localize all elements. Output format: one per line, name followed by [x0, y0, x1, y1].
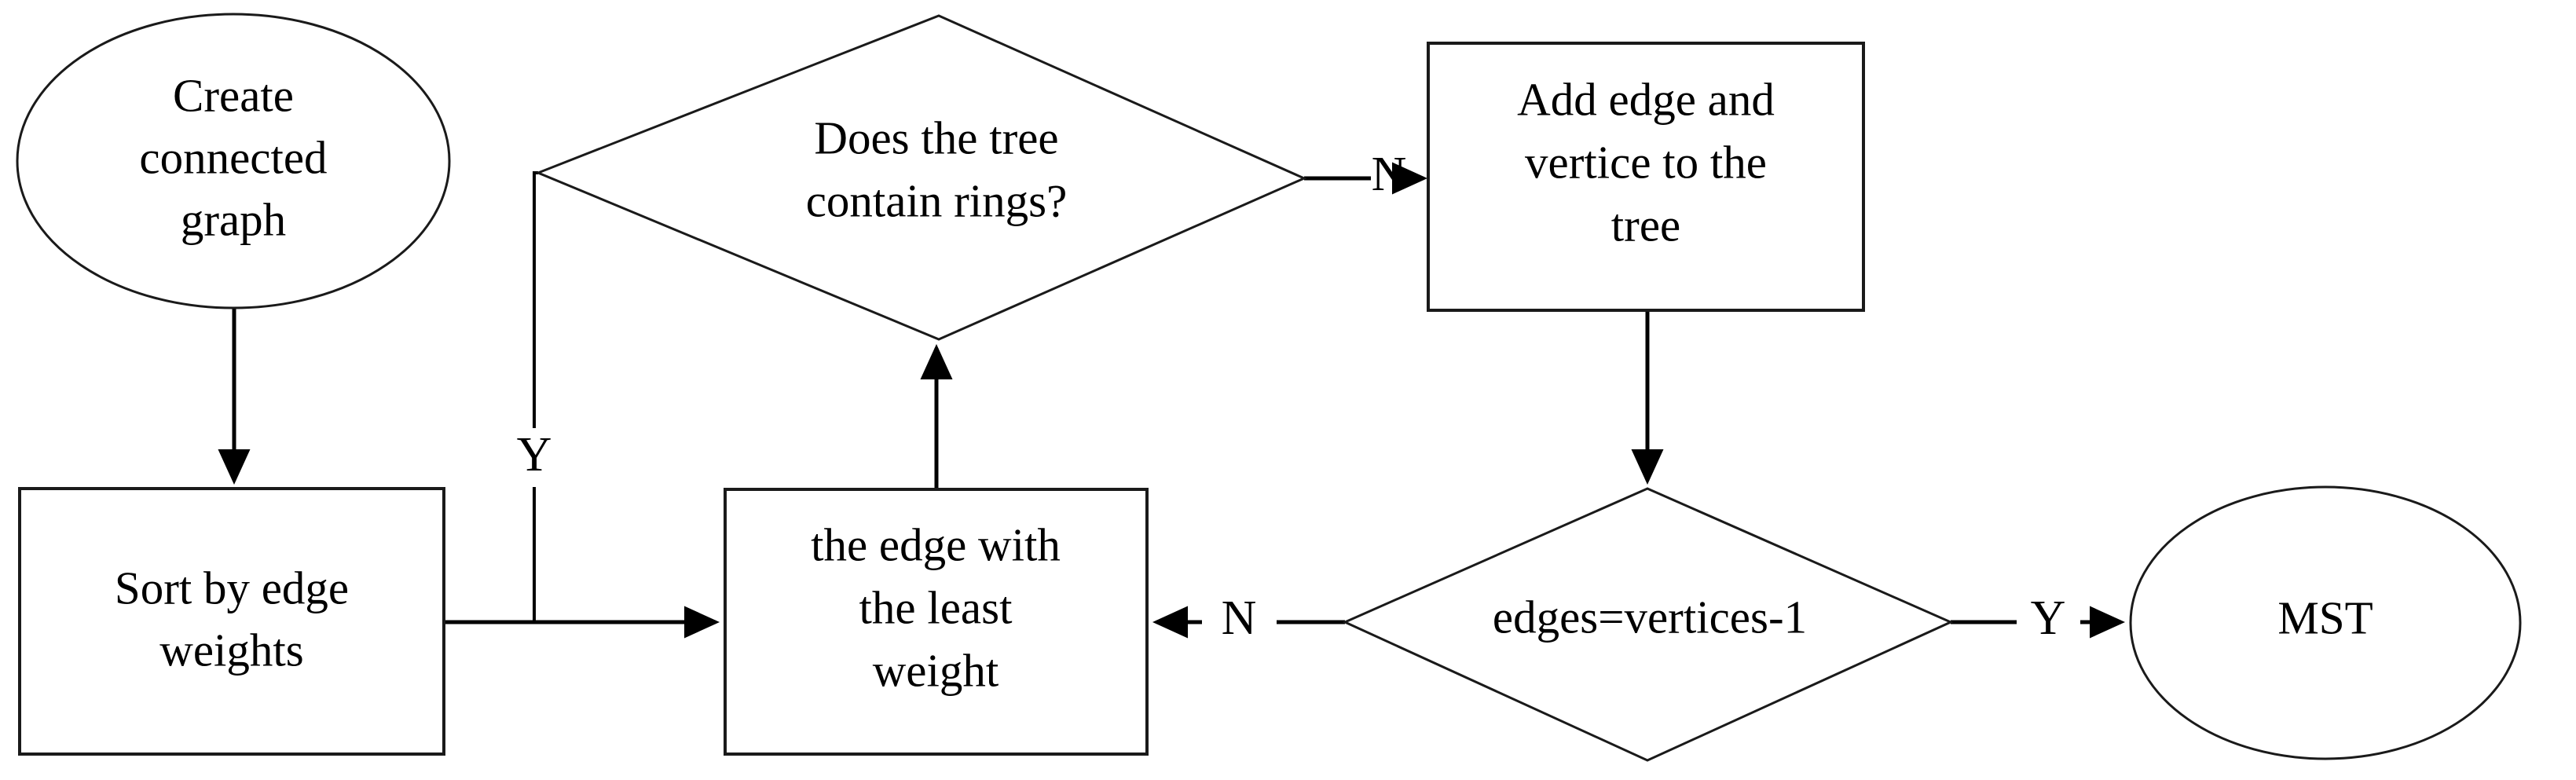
node-add-edge-line-1: Add edge and — [1517, 74, 1775, 126]
edge-label-edges-yes: Y — [2031, 591, 2066, 645]
edge-label-edges-no: N — [1222, 591, 1257, 645]
node-least-weight-line-1: the edge with — [811, 519, 1061, 571]
node-rings-line-1: Does the tree — [814, 112, 1058, 164]
node-rings-line-2: contain rings? — [806, 175, 1068, 227]
node-least-weight-line-2: the least — [859, 582, 1013, 634]
node-create-connected-graph[interactable]: Create connected graph — [16, 13, 451, 309]
node-sort-line-2: weights — [159, 624, 304, 676]
edge-label-rings-no: N — [1372, 148, 1407, 201]
node-edges-equals-vertices-minus-one[interactable]: edges=vertices-1 — [1342, 487, 1954, 762]
node-does-tree-contain-rings[interactable]: Does the tree contain rings? — [534, 14, 1307, 341]
edge-label-rings-yes: Y — [517, 428, 552, 482]
node-mst[interactable]: MST — [2129, 485, 2522, 760]
node-edges-check-line-1: edges=vertices-1 — [1493, 591, 1807, 643]
node-mst-label: MST — [2277, 592, 2373, 644]
connector-rings-yes — [533, 171, 538, 428]
node-add-edge-and-vertice[interactable]: Add edge and vertice to the tree — [1427, 42, 1865, 312]
node-add-edge-line-2: vertice to the — [1525, 137, 1767, 189]
node-create-graph-line-2: connected — [139, 132, 327, 184]
node-edge-with-least-weight[interactable]: the edge with the least weight — [724, 488, 1149, 756]
node-sort-by-edge-weights[interactable]: Sort by edge weights — [18, 487, 445, 756]
node-create-graph-line-3: graph — [181, 194, 286, 246]
node-sort-line-1: Sort by edge — [115, 562, 349, 614]
node-create-graph-line-1: Create — [173, 70, 294, 122]
node-least-weight-line-3: weight — [873, 645, 999, 697]
node-add-edge-line-3: tree — [1611, 200, 1680, 251]
